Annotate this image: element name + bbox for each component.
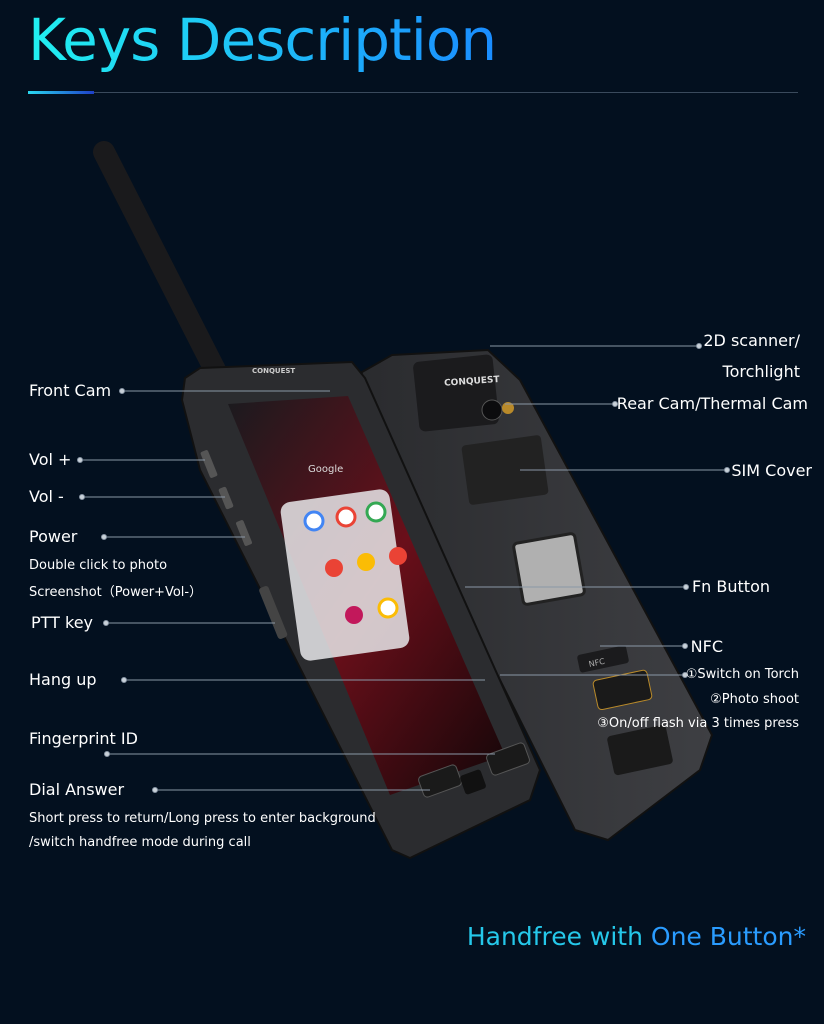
svg-text:NFC: NFC (588, 657, 606, 669)
svg-text:CONQUEST: CONQUEST (252, 367, 295, 375)
leader-lines (77, 343, 730, 793)
label-vol-up: Vol + (29, 450, 72, 469)
label-hang-up: Hang up (29, 670, 97, 689)
label-nfc: NFC (690, 637, 723, 656)
dial-note-1: Short press to return/Long press to ente… (29, 811, 376, 826)
front-phone: Google CONQUEST (180, 360, 542, 860)
label-dial-answer: Dial Answer (29, 780, 125, 799)
label-front-cam: Front Cam (29, 381, 112, 400)
page-title: Keys Description (28, 6, 497, 74)
antenna (93, 141, 226, 381)
label-fn-button: Fn Button (691, 577, 770, 596)
title-divider-accent (28, 91, 94, 94)
footer-highlight: One Button* (650, 922, 806, 951)
label-ptt: PTT key (31, 613, 94, 632)
label-flash: ③On/off flash via 3 times press (597, 716, 799, 731)
label-scanner: 2D scanner/ (703, 331, 800, 350)
label-fingerprint: Fingerprint ID (29, 729, 138, 748)
label-switch-torch: ①Switch on Torch (685, 667, 799, 682)
label-photo-shoot: ②Photo shoot (710, 692, 799, 707)
label-rear-cam: Rear Cam/Thermal Cam (616, 394, 808, 413)
label-torchlight: Torchlight (722, 362, 800, 381)
title-divider (28, 92, 798, 93)
dial-note-2: /switch handfree mode during call (29, 835, 251, 850)
label-vol-down: Vol - (29, 487, 64, 506)
footer-tagline: Handfree with One Button* (467, 922, 806, 951)
label-sim-cover: SIM Cover (731, 461, 812, 480)
label-power: Power (29, 527, 78, 546)
power-note-1: Double click to photo (29, 558, 168, 573)
svg-text:Google: Google (308, 464, 343, 475)
footer-text: Handfree with (466, 922, 651, 951)
power-note-2: Screenshot（Power+Vol-） (29, 585, 203, 600)
rear-phone: NFC CONQUEST (356, 348, 714, 842)
svg-text:CONQUEST: CONQUEST (444, 375, 501, 389)
